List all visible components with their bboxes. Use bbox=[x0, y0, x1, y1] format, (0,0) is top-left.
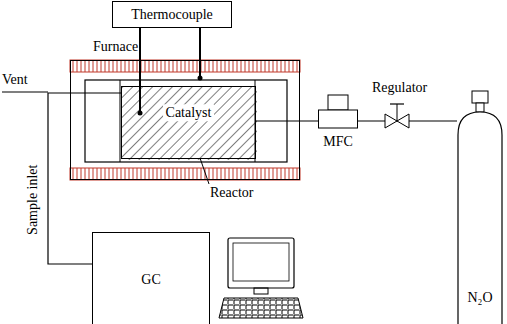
port-label: Vent bbox=[2, 72, 28, 87]
reactor-tube bbox=[85, 80, 287, 162]
hatch-fill bbox=[122, 87, 257, 160]
mfc-box: MFC bbox=[318, 94, 358, 130]
cylinder-outline bbox=[455, 90, 505, 324]
heater-band bbox=[70, 60, 300, 72]
node-label: Thermocouple bbox=[131, 7, 213, 22]
mfc-symbol bbox=[318, 94, 358, 130]
node-label: Furnace bbox=[93, 39, 138, 54]
gas-cylinder: N₂O bbox=[455, 90, 505, 324]
furnace-housing: FurnaceCatalyst bbox=[70, 60, 300, 180]
probe-tip bbox=[198, 76, 203, 81]
node-label: MFC bbox=[323, 134, 353, 149]
part-label: Regulator bbox=[372, 80, 427, 95]
node-label: GC bbox=[141, 272, 160, 287]
catalyst-bed: Catalyst bbox=[121, 86, 256, 159]
node-label: N₂O bbox=[467, 290, 492, 305]
heater-band bbox=[70, 168, 300, 180]
vent-pipe bbox=[2, 91, 48, 92]
pipe-line bbox=[256, 120, 318, 121]
node-label: Catalyst bbox=[163, 104, 215, 121]
part-label: Reactor bbox=[210, 185, 254, 200]
computer-symbol bbox=[219, 238, 303, 318]
leader-line bbox=[200, 158, 209, 184]
port-label: Sample inlet bbox=[25, 155, 40, 245]
gc-box: GC bbox=[92, 232, 210, 324]
regulator-symbol bbox=[385, 104, 409, 128]
pipe-line bbox=[199, 28, 201, 78]
instrument-box: Thermocouple bbox=[112, 1, 232, 28]
